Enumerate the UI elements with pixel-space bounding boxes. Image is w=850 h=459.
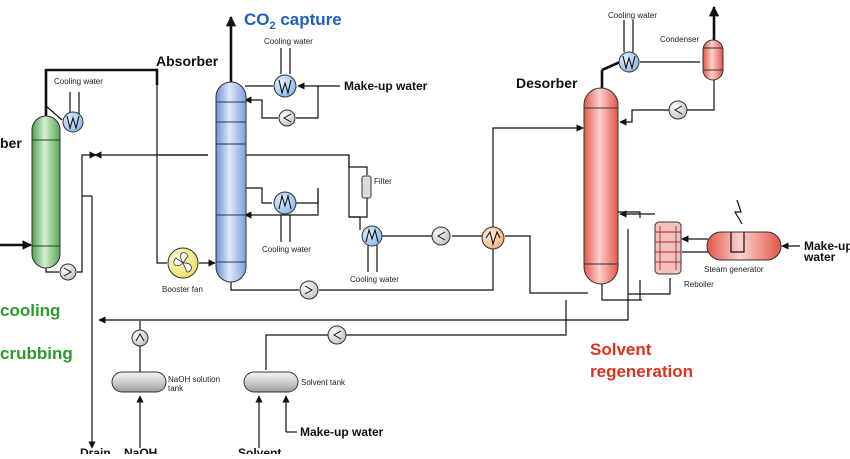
section-cooling: cooling	[0, 301, 60, 320]
label-solvent: Solvent	[238, 446, 281, 454]
label-filter: Filter	[374, 177, 392, 186]
heat-exchanger-icon	[273, 191, 297, 215]
label-cooling-water-absorber-top: Cooling water	[264, 37, 313, 46]
pump-icon	[131, 329, 149, 347]
label-solvent-tank: Solvent tank	[301, 378, 346, 387]
pump-icon	[431, 226, 451, 246]
condenser	[702, 39, 724, 81]
filter	[361, 175, 372, 199]
absorber-column	[215, 81, 247, 283]
label-desorber: Desorber	[516, 75, 578, 91]
label-makeup-water-solvent: Make-up water	[300, 425, 384, 439]
label-reboiler: Reboiler	[684, 280, 714, 289]
heat-exchanger-icon	[273, 74, 297, 98]
label-makeup-water-absorber: Make-up water	[344, 79, 428, 93]
naoh-solution-tank	[111, 371, 167, 393]
cross-heat-exchanger-icon	[481, 226, 505, 250]
pump-icon	[327, 325, 347, 345]
desorber-column	[583, 87, 619, 285]
scrubber-column	[31, 115, 61, 269]
pump-icon	[278, 109, 296, 127]
heat-exchanger-icon	[618, 51, 640, 73]
label-naoh-tank-line1: NaOH solution	[168, 375, 220, 384]
section-co2-capture: CO2 capture	[244, 10, 342, 32]
label-booster-fan: Booster fan	[162, 285, 203, 294]
label-makeup-water-steam-line2: water	[803, 250, 836, 264]
section-scrubbing: crubbing	[0, 344, 73, 363]
label-cooling-water-scrubber: Cooling water	[54, 77, 103, 86]
steam-heat-icon	[733, 199, 743, 225]
fan-icon	[167, 247, 199, 279]
label-cooling-water-condenser: Cooling water	[608, 11, 657, 20]
section-solvent-regeneration-line1: Solvent	[590, 340, 652, 359]
pump-icon	[668, 100, 688, 120]
label-absorber: Absorber	[156, 53, 219, 69]
label-naoh: NaOH	[124, 446, 157, 454]
label-steam-generator: Steam generator	[704, 265, 764, 274]
label-makeup-water-steam-line1: Make-up	[804, 239, 850, 253]
label-naoh-tank-line2: tank	[168, 384, 184, 393]
heat-exchanger-icon	[62, 111, 84, 133]
label-cooling-water-absorber-mid: Cooling water	[262, 245, 311, 254]
steam-generator	[706, 199, 782, 261]
label-drain: Drain	[80, 446, 111, 454]
gas-lines	[44, 5, 720, 120]
heat-exchanger-icon	[361, 225, 383, 247]
reboiler	[654, 221, 682, 275]
label-cooling-water-lean: Cooling water	[350, 275, 399, 284]
label-scrubber: ber	[0, 135, 22, 151]
label-condenser: Condenser	[660, 35, 699, 44]
pump-icon	[59, 263, 77, 281]
pump-icon	[299, 280, 319, 300]
piping	[0, 20, 800, 449]
section-solvent-regeneration-line2: regeneration	[590, 362, 693, 381]
solvent-tank	[243, 371, 299, 393]
